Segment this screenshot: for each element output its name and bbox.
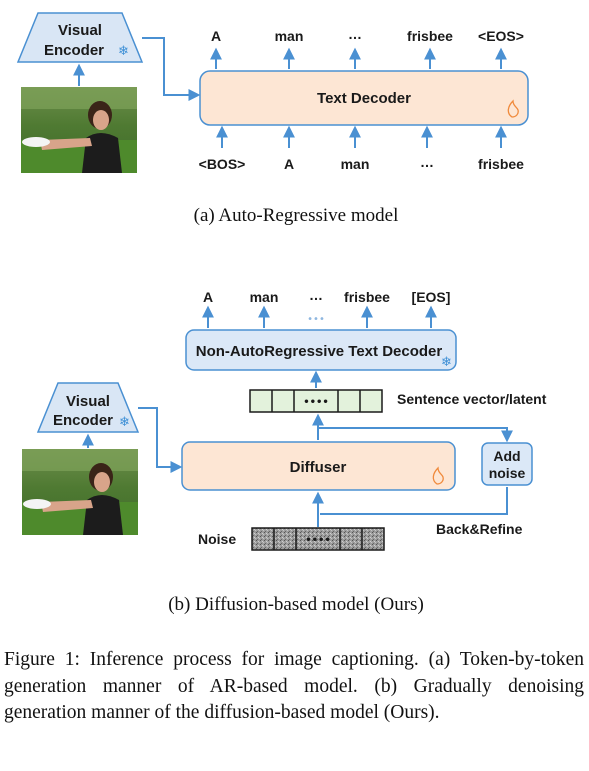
- figure-diagram: Visual Encoder ❄ Text Decoder A man: [16, 12, 547, 615]
- out-token-a-3: frisbee: [407, 28, 453, 44]
- input-image-b: [22, 449, 138, 535]
- panel-b-caption: (b) Diffusion-based model (Ours): [168, 594, 424, 615]
- panel-b: A man … frisbee [EOS] ••• Non-AutoRegres…: [22, 287, 547, 615]
- snowflake-icon: ❄: [118, 44, 129, 59]
- snowflake-icon: ❄: [119, 415, 130, 430]
- encoder-b-line1: Visual: [66, 393, 110, 410]
- encoder-a-line2: Encoder: [44, 42, 104, 59]
- nar-decoder-label: Non-AutoRegressive Text Decoder: [196, 343, 443, 360]
- noise-vector: ••••: [251, 527, 385, 551]
- encoder-to-decoder-arrow-a: [142, 37, 201, 101]
- svg-text:•••: •••: [307, 314, 325, 325]
- add-noise-line2: noise: [489, 465, 526, 481]
- out-token-a-2: …: [348, 26, 362, 42]
- in-token-a-1: A: [284, 156, 294, 172]
- in-token-a-4: frisbee: [478, 156, 524, 172]
- out-token-b-4: [EOS]: [412, 289, 451, 305]
- visual-encoder-b: Visual Encoder ❄: [36, 382, 140, 433]
- encoder-b-line2: Encoder: [53, 412, 113, 429]
- noise-dots: ••••: [305, 535, 331, 546]
- noise-label: Noise: [198, 531, 236, 547]
- panel-a: Visual Encoder ❄ Text Decoder A man: [16, 12, 529, 226]
- out-token-b-2: …: [309, 287, 323, 303]
- text-decoder-a: Text Decoder: [199, 70, 529, 126]
- in-token-a-0: <BOS>: [199, 156, 246, 172]
- latent-to-addnoise-arrow: [318, 427, 513, 443]
- out-token-b-3: frisbee: [344, 289, 390, 305]
- sentence-dots: ••••: [303, 397, 329, 408]
- in-token-a-3: …: [420, 154, 434, 170]
- add-noise-line1: Add: [493, 448, 520, 464]
- out-token-a-1: man: [275, 28, 304, 44]
- sentence-latent-vector: ••••: [249, 389, 383, 413]
- figure-caption: Figure 1: Inference process for image ca…: [4, 649, 584, 723]
- out-token-b-1: man: [250, 289, 279, 305]
- back-refine-loop: [320, 487, 508, 515]
- add-noise-box: Add noise: [481, 442, 533, 486]
- out-token-b-0: A: [203, 289, 213, 305]
- output-tokens-b: A man … frisbee [EOS] •••: [202, 287, 451, 328]
- diffuser-label: Diffuser: [290, 459, 347, 476]
- back-refine-label: Back&Refine: [436, 521, 523, 537]
- visual-encoder-a: Visual Encoder ❄: [16, 12, 144, 63]
- encoder-a-line1: Visual: [58, 22, 102, 39]
- sentence-latent-label: Sentence vector/latent: [397, 391, 547, 407]
- out-token-a-0: A: [211, 28, 221, 44]
- out-token-a-4: <EOS>: [478, 28, 524, 44]
- flame-icon: [432, 466, 444, 485]
- in-token-a-2: man: [341, 156, 370, 172]
- flame-icon: [507, 99, 519, 118]
- nar-text-decoder: Non-AutoRegressive Text Decoder ❄: [185, 329, 457, 371]
- input-tokens-a: <BOS> A man … frisbee: [199, 125, 524, 172]
- snowflake-icon: ❄: [441, 355, 452, 370]
- diffuser: Diffuser: [181, 441, 456, 491]
- encoder-to-diffuser-arrow: [138, 407, 183, 473]
- output-tokens-a: A man … frisbee <EOS>: [210, 26, 524, 69]
- text-decoder-a-label: Text Decoder: [317, 90, 411, 107]
- panel-a-caption: (a) Auto-Regressive model: [194, 205, 399, 226]
- input-image-a: [21, 87, 137, 173]
